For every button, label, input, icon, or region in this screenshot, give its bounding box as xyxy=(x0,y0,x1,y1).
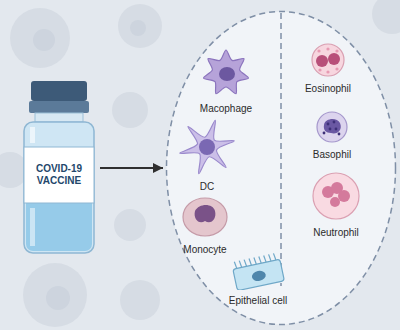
faint-cell xyxy=(10,8,70,68)
vial-cap xyxy=(31,81,87,101)
connector-arrow xyxy=(100,167,163,169)
faint-cell xyxy=(23,263,87,327)
cell-label: Neutrophil xyxy=(313,227,359,239)
dashed-divider xyxy=(280,13,282,286)
vial-highlight xyxy=(30,208,35,246)
vial-label-text: COVID-19 VACCINE xyxy=(27,163,91,187)
cilium xyxy=(273,253,275,260)
cell-granule xyxy=(338,133,341,136)
cell-nucleus xyxy=(328,53,340,65)
cell-body xyxy=(317,112,347,142)
cell-body xyxy=(312,44,344,76)
dashed-region-outline xyxy=(167,12,396,325)
cell-granule xyxy=(317,49,320,52)
cell-body xyxy=(313,173,359,219)
faint-cell xyxy=(118,4,162,48)
vaccine-vial: COVID-19 VACCINE xyxy=(22,81,96,255)
dendritic-cell-picture xyxy=(178,118,236,176)
cell-granule xyxy=(318,68,321,71)
epithelial-cell: Epithelial cell xyxy=(226,250,290,308)
epithelial-cell-picture xyxy=(226,250,290,290)
vial-neck xyxy=(35,113,83,122)
monocyte-cell-picture xyxy=(181,195,229,239)
cell-nucleus xyxy=(219,67,235,81)
cell-label: DC xyxy=(200,181,214,193)
neutrophil-cell-picture xyxy=(310,170,362,222)
cell-nucleus xyxy=(316,55,328,67)
faint-cell xyxy=(112,92,148,128)
cell-nucleus xyxy=(199,139,215,155)
cell-granule xyxy=(335,49,338,52)
cell-body xyxy=(183,198,227,236)
faint-nucleus xyxy=(130,20,146,36)
cell-granule xyxy=(326,47,329,50)
vial-label xyxy=(24,147,94,203)
cell-granule xyxy=(323,132,326,135)
monocyte-cell: Monocyte xyxy=(181,195,229,257)
faint-cell xyxy=(120,280,160,320)
cilium xyxy=(259,256,261,263)
neutrophil-cell: Neutrophil xyxy=(310,170,362,240)
vial-collar xyxy=(29,101,89,113)
eosinophil-cell: Eosinophil xyxy=(303,42,353,96)
cell-granule xyxy=(335,67,338,70)
cell-granule xyxy=(335,128,338,131)
vial-highlight xyxy=(30,127,35,143)
eosinophil-cell-picture xyxy=(310,42,346,78)
cell-granule xyxy=(327,123,330,126)
cell-label: Macophage xyxy=(200,103,252,115)
epithelial-shape xyxy=(231,252,284,290)
cell-body xyxy=(233,259,285,290)
cilium xyxy=(234,261,236,268)
cell-body xyxy=(204,50,249,94)
cilium xyxy=(239,260,241,267)
faint-cell xyxy=(114,209,146,241)
vial-body xyxy=(24,122,94,253)
cell-nucleus xyxy=(324,119,341,133)
faint-cell xyxy=(372,0,400,34)
macrophage-cell-picture xyxy=(201,48,251,98)
cell-label: Epithelial cell xyxy=(229,295,287,307)
cell-nucleus-lobe xyxy=(338,190,350,202)
basophil-cell: Basophil xyxy=(311,110,353,162)
cell-granule xyxy=(333,121,336,124)
cell-nucleus xyxy=(251,270,267,283)
cell-nucleus-lobe xyxy=(330,197,340,207)
cilium xyxy=(254,257,256,264)
cilium xyxy=(249,258,251,265)
cilium xyxy=(244,259,246,266)
faint-nucleus xyxy=(46,286,70,310)
macrophage-cell: Macophage xyxy=(198,48,254,116)
cell-nucleus xyxy=(195,205,216,222)
cell-label: Basophil xyxy=(313,149,351,161)
cell-granule xyxy=(329,128,332,131)
cell-label: Eosinophil xyxy=(305,83,351,95)
cilium xyxy=(264,255,266,262)
cell-granule xyxy=(326,70,329,73)
cilium xyxy=(269,254,271,261)
cell-group-region: MacophageDC MonocyteEpithelial cell Eosino… xyxy=(165,10,397,326)
basophil-cell-picture xyxy=(315,110,349,144)
dendritic-cell: DC xyxy=(178,118,236,194)
cell-label: Monocyte xyxy=(183,244,226,256)
cell-body xyxy=(180,120,235,174)
faint-nucleus xyxy=(33,29,55,51)
